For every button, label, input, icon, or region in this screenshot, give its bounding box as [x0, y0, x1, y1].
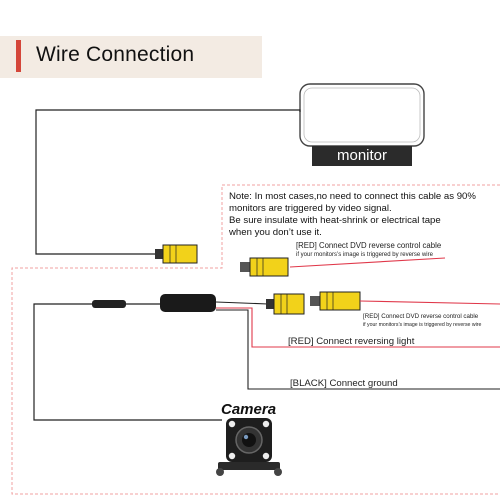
- dvd-control-sublabel-2: if your monitors’s image is triggered by…: [363, 322, 482, 328]
- camera-label: Camera: [221, 401, 277, 418]
- reversing-light-wire: [216, 307, 500, 348]
- rca-plug-1: [240, 257, 289, 277]
- monitor-video-cable: [35, 109, 301, 255]
- camera-yellow-connector: [266, 293, 305, 315]
- video-out-wire: [215, 301, 269, 305]
- title-accent-bar: [16, 40, 21, 72]
- monitor-yellow-connector: [155, 244, 198, 264]
- note-block: Note: In most cases,no need to connect t…: [229, 191, 499, 239]
- note-line-3: Be sure insulate with heat-shrink or ele…: [229, 215, 441, 226]
- camera-main-cable: [33, 303, 222, 421]
- ground-wire: [216, 309, 500, 390]
- dvd-control-wire-1: [289, 257, 446, 268]
- note-panel-border: [11, 184, 500, 495]
- ground-label: [BLACK] Connect ground: [290, 378, 398, 389]
- cable-tie: [92, 300, 126, 308]
- monitor-label: monitor: [312, 146, 412, 166]
- dvd-control-sublabel-1: if your monitors’s image is triggered by…: [296, 252, 433, 258]
- monitor-screen: [299, 83, 425, 147]
- note-line-4: when you don’t use it.: [229, 227, 322, 238]
- dvd-control-wire-2: [359, 300, 500, 305]
- dvd-control-label-2: [RED] Connect DVD reverse control cable: [363, 313, 479, 320]
- camera-body: [216, 418, 282, 476]
- dvd-control-label-1: [RED] Connect DVD reverse control cable: [296, 241, 442, 250]
- page-title: Wire Connection: [36, 43, 195, 66]
- note-line-2: monitors are triggered by video signal.: [229, 203, 392, 214]
- title-band: [0, 36, 262, 78]
- inline-module: [160, 294, 216, 312]
- reversing-light-label: [RED] Connect reversing light: [288, 336, 415, 347]
- monitor-screen-inner: [303, 87, 421, 143]
- note-line-1: Note: In most cases,no need to connect t…: [229, 191, 476, 202]
- rca-plug-2: [310, 291, 361, 311]
